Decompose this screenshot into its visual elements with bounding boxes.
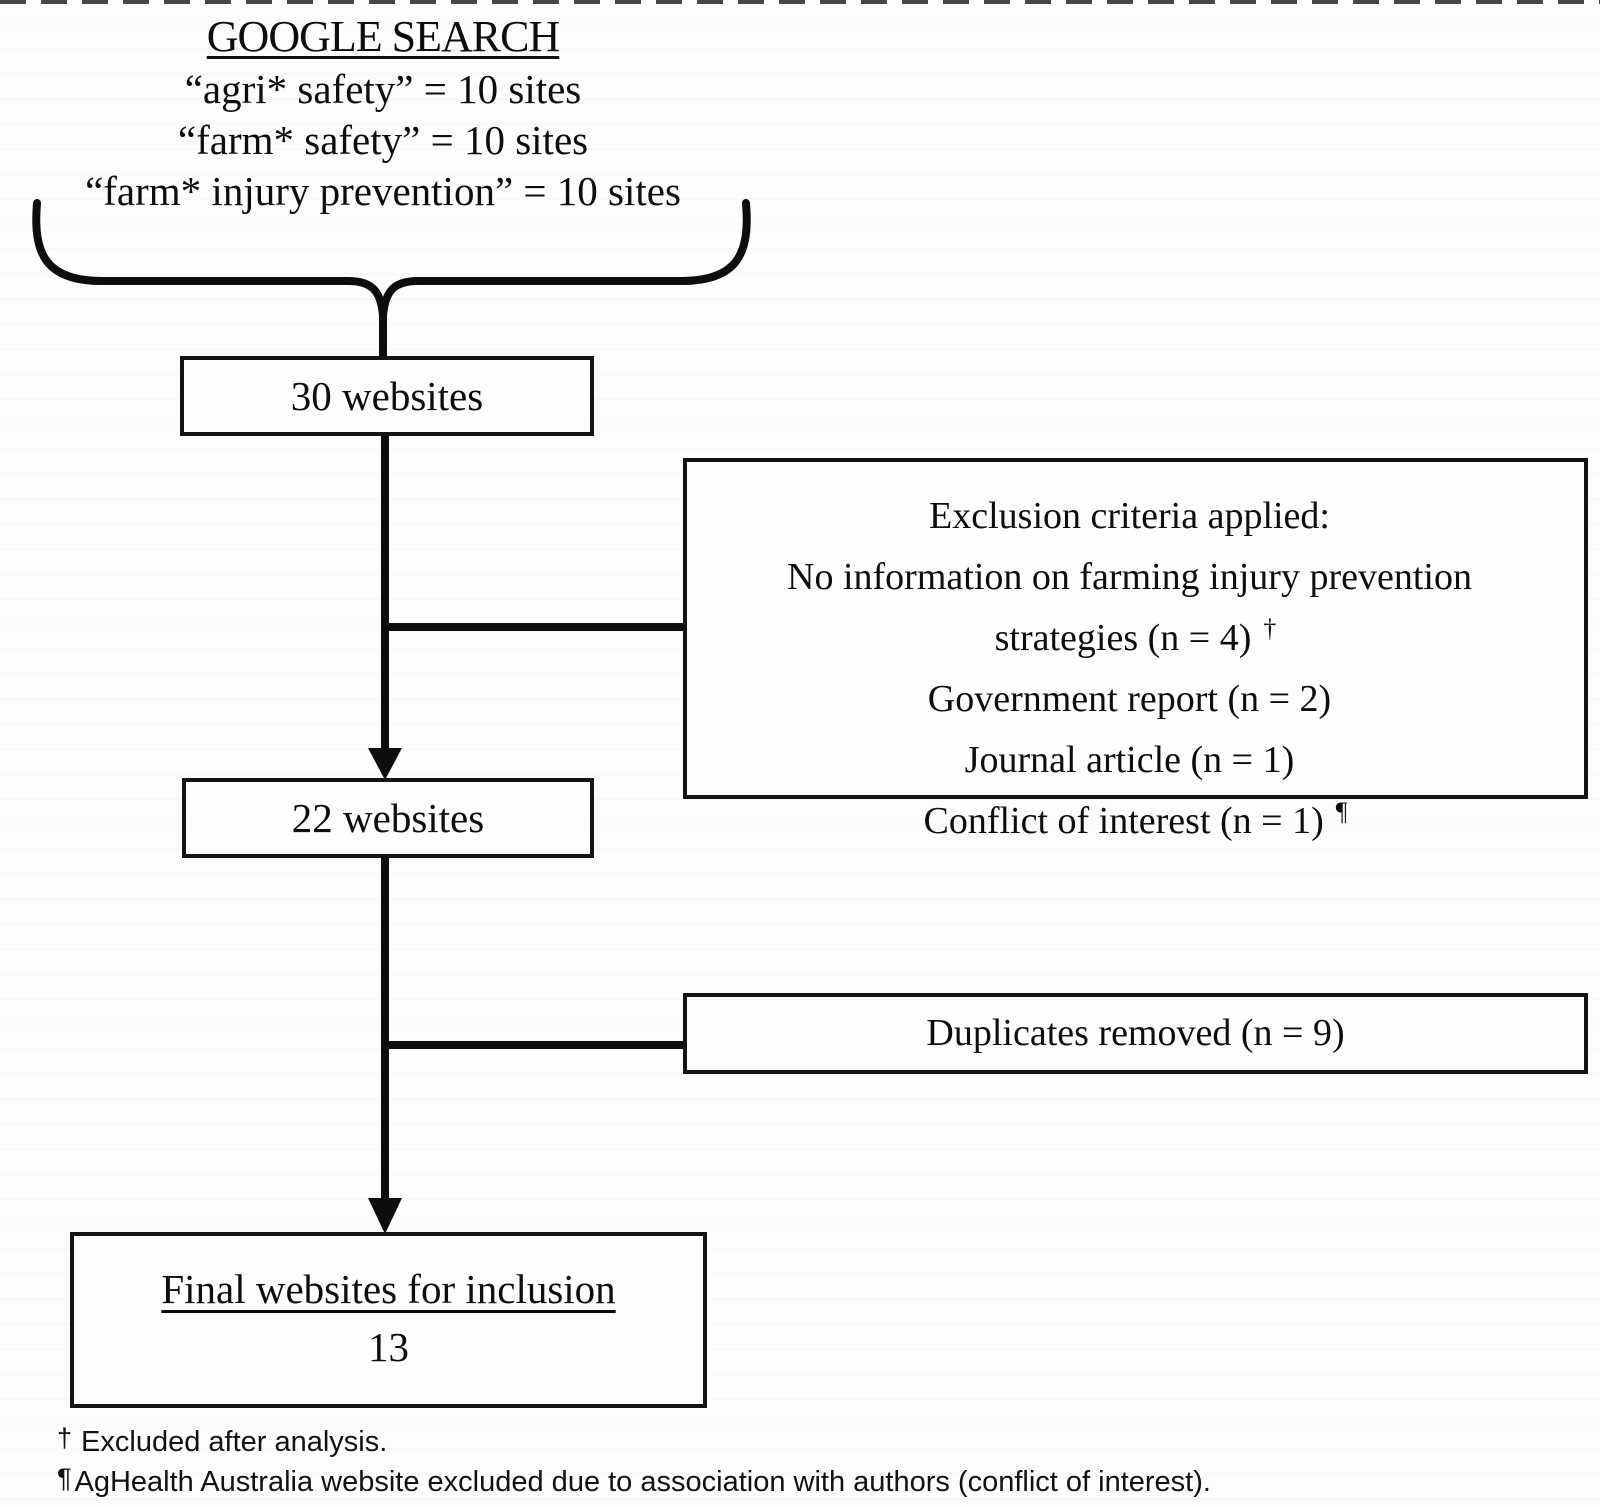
exclusion-criteria-box: Exclusion criteria applied: No informati… <box>683 458 1588 842</box>
footnotes: †Excluded after analysis. ¶AgHealth Aust… <box>57 1420 1211 1500</box>
exclusion-line: Conflict of interest (n = 1)¶ <box>923 797 1348 842</box>
final-inclusion-title: Final websites for inclusion <box>161 1266 616 1312</box>
duplicates-removed-label: Duplicates removed (n = 9) <box>926 1012 1345 1054</box>
exclusion-line: Exclusion criteria applied: <box>929 495 1330 537</box>
footnote-pilcrow: ¶AgHealth Australia website excluded due… <box>57 1463 1211 1498</box>
exclusion-line: No information on farming injury prevent… <box>787 556 1472 598</box>
flow-line-30-to-22 <box>368 434 402 780</box>
search-term-3: “farm* injury prevention” = 10 sites <box>85 168 681 214</box>
websites-30-box: 30 websites <box>180 356 594 436</box>
arrowhead-down-icon <box>368 1198 402 1234</box>
websites-30-label: 30 websites <box>290 373 484 419</box>
pilcrow-footnote-marker: ¶ <box>1335 797 1348 826</box>
final-inclusion-count: 13 <box>368 1324 409 1370</box>
scan-artifact-line <box>0 0 1600 4</box>
pilcrow-icon: ¶ <box>57 1463 72 1493</box>
flow-line-22-to-final <box>368 856 402 1234</box>
arrowhead-down-icon <box>368 748 402 780</box>
exclusion-line: Government report (n = 2) <box>927 678 1332 720</box>
exclusion-line: Journal article (n = 1) <box>964 739 1295 781</box>
search-brace-icon <box>32 199 751 358</box>
websites-22-box: 22 websites <box>182 778 594 858</box>
footnote-dagger: †Excluded after analysis. <box>57 1423 388 1458</box>
final-inclusion-box: Final websites for inclusion 13 <box>70 1232 707 1408</box>
dagger-footnote-marker: † <box>1263 614 1277 643</box>
search-term-1: “agri* safety” = 10 sites <box>184 66 582 112</box>
websites-22-label: 22 websites <box>291 795 485 841</box>
search-title: GOOGLE SEARCH <box>206 12 560 61</box>
duplicates-removed-box: Duplicates removed (n = 9) <box>683 993 1588 1074</box>
exclusion-line: strategies (n = 4)† <box>994 614 1277 659</box>
search-header: GOOGLE SEARCH “agri* safety” = 10 sites … <box>0 10 766 217</box>
search-term-2: “farm* safety” = 10 sites <box>177 117 589 163</box>
dagger-icon: † <box>57 1423 73 1453</box>
